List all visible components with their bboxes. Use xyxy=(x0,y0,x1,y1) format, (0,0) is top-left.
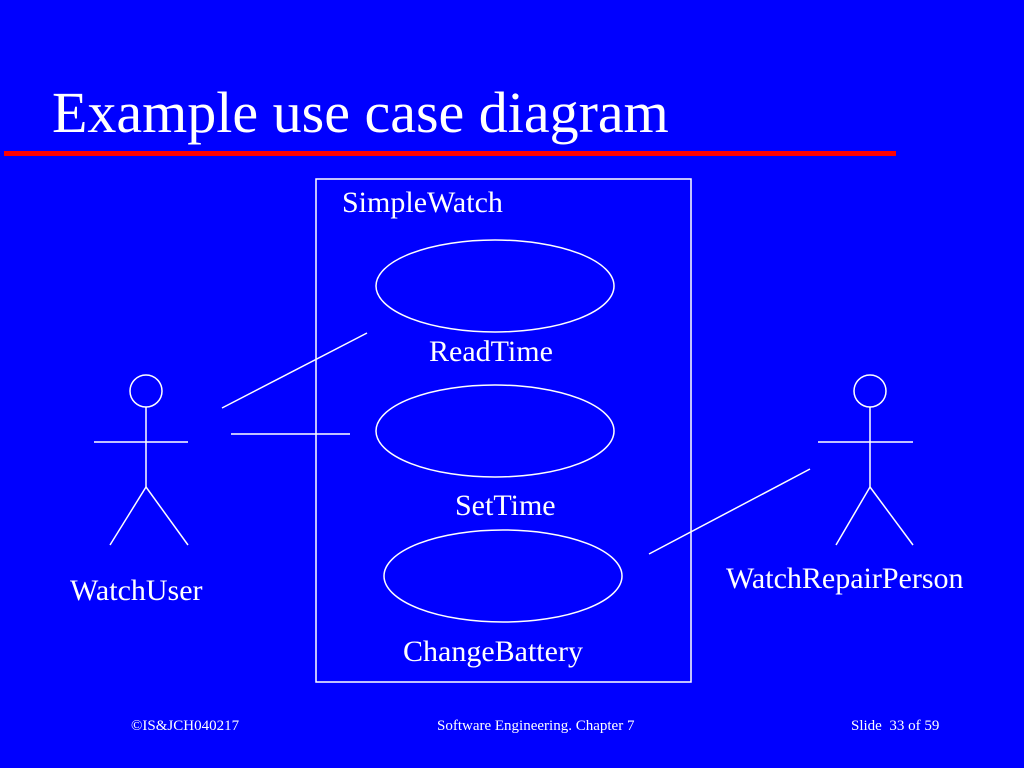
actor-label: WatchUser xyxy=(70,574,203,607)
use-case-changebattery-ellipse xyxy=(383,529,623,623)
use-case-label: ChangeBattery xyxy=(403,635,583,668)
actor-watchrepairperson-figure xyxy=(818,374,914,546)
use-case-label: ReadTime xyxy=(429,335,553,368)
use-case-settime-ellipse xyxy=(375,384,615,478)
actor-watchuser-figure xyxy=(94,374,189,546)
footer-course: Software Engineering. Chapter 7 xyxy=(437,718,635,734)
use-case-readtime-ellipse xyxy=(375,239,615,333)
footer-copyright: ©IS&JCH040217 xyxy=(131,718,240,734)
title-rule xyxy=(4,151,896,156)
system-boundary xyxy=(315,178,692,683)
actor-label: WatchRepairPerson xyxy=(726,562,964,595)
association-watchuser-readtime xyxy=(221,332,368,409)
footer-slide-number: Slide 33 of 59 xyxy=(851,718,940,734)
slide-title: Example use case diagram xyxy=(52,80,669,145)
association-repairperson-changebattery xyxy=(648,468,811,555)
system-name: SimpleWatch xyxy=(342,186,503,219)
use-case-label: SetTime xyxy=(455,489,556,522)
